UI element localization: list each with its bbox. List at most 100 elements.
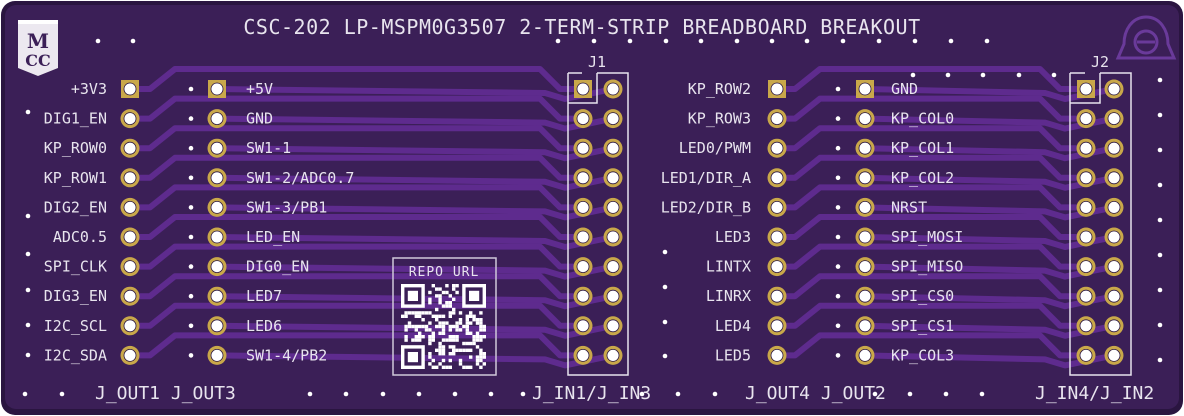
pin-label-left-a: ADC0.5 [53, 228, 107, 246]
j2-ref: J2 [1091, 53, 1109, 71]
via [1157, 77, 1163, 83]
qr-code [401, 284, 486, 369]
via [452, 391, 458, 397]
pin-label-left-a: SPI_CLK [44, 258, 107, 276]
pin-label-right-b: KP_COL0 [891, 110, 954, 128]
trace-left-a [130, 302, 583, 329]
pin-label-left-a: DIG2_EN [44, 198, 107, 216]
via [416, 391, 422, 397]
pad-hole [858, 319, 872, 333]
pin-label-right-a: LED1/DIR_A [661, 169, 751, 187]
pad-hole [770, 200, 784, 214]
via [25, 251, 31, 257]
via [835, 205, 841, 210]
pad-hole [770, 260, 784, 274]
trace-right-a [777, 273, 1086, 300]
pin-label-left-b: SW1-3/PB1 [246, 198, 327, 216]
trace-left-a [130, 66, 583, 92]
via [520, 391, 526, 397]
pad-hole [606, 289, 620, 303]
pad-hole [123, 289, 137, 303]
pad-hole [210, 348, 224, 362]
pad-hole [1079, 171, 1093, 185]
via [876, 38, 882, 44]
via [1157, 147, 1163, 153]
via [188, 175, 194, 181]
pad-hole [1107, 260, 1121, 274]
pad-hole [576, 82, 590, 96]
pin-label-right-b: NRST [891, 198, 927, 216]
via [380, 391, 386, 397]
via [1157, 287, 1163, 293]
via [59, 391, 65, 397]
pad-hole [858, 348, 872, 362]
pad-hole [770, 171, 784, 185]
via [835, 116, 841, 121]
via [835, 86, 841, 92]
pad-hole [1107, 141, 1121, 155]
pad-hole [123, 141, 137, 155]
pad-hole [606, 348, 620, 362]
pin-label-left-b: SW1-4/PB2 [246, 346, 327, 364]
pad-hole [606, 112, 620, 125]
pin-label-left-a: DIG3_EN [44, 287, 107, 305]
pin-label-left-a: KP_ROW0 [44, 139, 107, 157]
pad-hole [858, 112, 872, 125]
via [188, 86, 194, 92]
via [25, 352, 31, 358]
bottom-label-out4-out2: J_OUT4 J_OUT2 [745, 383, 886, 404]
pad-hole [606, 82, 620, 96]
pin-label-left-b: LED7 [246, 287, 282, 305]
pin-label-right-b: SPI_MISO [891, 258, 963, 276]
bottom-label-in1-in3: J_IN1/J_IN3 [532, 383, 651, 404]
via [835, 234, 841, 240]
pin-label-right-b: SPI_MOSI [891, 228, 963, 246]
pad-hole [606, 230, 620, 244]
via [662, 319, 668, 325]
via [488, 391, 494, 397]
pad-hole [123, 82, 137, 96]
pad-hole [210, 260, 224, 274]
via [188, 205, 194, 210]
via [188, 353, 194, 358]
pin-label-left-a: I2C_SCL [44, 317, 107, 335]
j1-connector: J1 [567, 53, 629, 376]
qr-label: REPO URL [409, 265, 480, 280]
via [675, 391, 681, 397]
via [835, 145, 841, 151]
via [25, 287, 31, 293]
via [25, 322, 31, 328]
via [912, 38, 918, 44]
qr-code-block: REPO URL [392, 257, 497, 376]
pad-hole [770, 289, 784, 303]
trace-right-a [777, 95, 1086, 122]
trace-left-a [130, 332, 583, 359]
via [979, 391, 985, 397]
pad-hole [858, 141, 872, 155]
pad-hole [1107, 348, 1121, 362]
board-title: CSC-202 LP-MSPM0G3507 2-TERM-STRIP BREAD… [243, 15, 920, 39]
via [984, 38, 990, 44]
via [95, 38, 101, 44]
pad-hole [576, 171, 590, 185]
pad-hole [858, 260, 872, 274]
pad-hole [1107, 319, 1121, 333]
via [804, 38, 810, 44]
pad-hole [770, 348, 784, 362]
via [1157, 217, 1163, 223]
mcc-shield-logo: M CC [18, 20, 58, 76]
via [769, 38, 775, 44]
via [835, 175, 841, 181]
pad-hole [210, 112, 224, 125]
trace-right-a [777, 125, 1086, 152]
pin-label-right-a: LINTX [706, 258, 751, 276]
pads [120, 79, 1124, 365]
via [980, 72, 986, 78]
via [835, 353, 841, 358]
pad-hole [576, 230, 590, 244]
pad-hole [123, 230, 137, 244]
j2-connector: J2 [1069, 53, 1132, 376]
pad-hole [576, 200, 590, 214]
via [835, 293, 841, 299]
pad-hole [1107, 171, 1121, 185]
